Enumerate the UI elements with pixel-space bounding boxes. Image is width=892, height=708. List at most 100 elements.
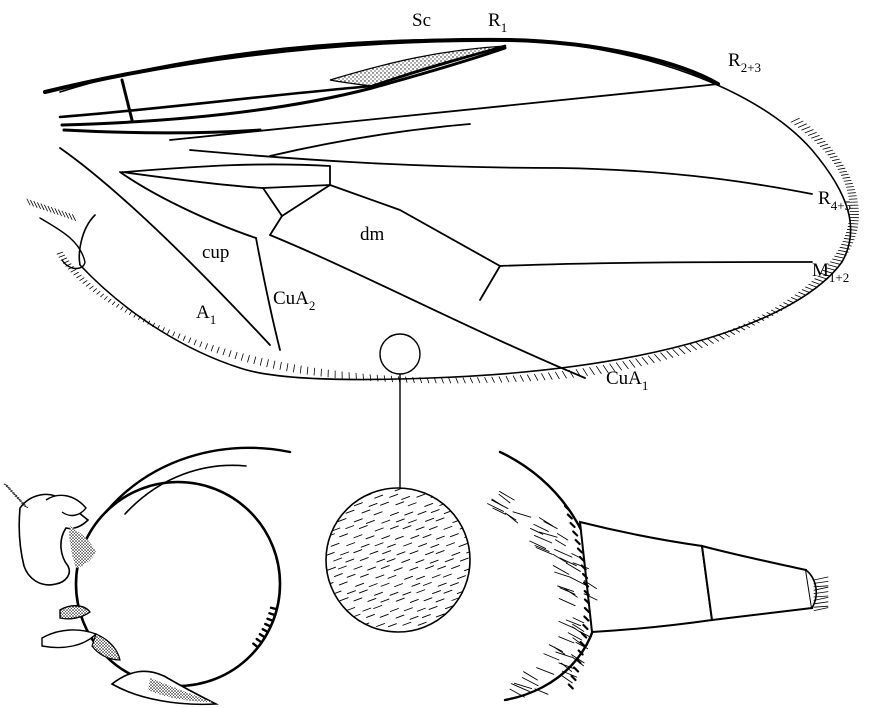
hair-stroke xyxy=(466,504,474,507)
hair-stroke xyxy=(467,520,475,523)
vein-m-lower xyxy=(122,172,263,188)
label-m1-2: M1+2 xyxy=(812,260,849,285)
hair-stroke xyxy=(112,302,114,305)
hair-stroke xyxy=(229,351,231,357)
hair-stroke xyxy=(463,378,465,383)
hair-stroke xyxy=(840,171,847,172)
hair-stroke xyxy=(254,357,256,364)
hair-stroke xyxy=(273,361,275,368)
hair-stroke xyxy=(452,487,460,490)
hair-stroke xyxy=(791,118,799,122)
hair-stroke xyxy=(828,265,837,267)
hair-stroke xyxy=(559,637,574,643)
humeral-crossvein xyxy=(122,80,132,120)
hair-stroke xyxy=(843,241,853,242)
hair-stroke xyxy=(795,295,802,298)
dm-upper-border xyxy=(263,185,330,188)
hair-stroke xyxy=(555,572,571,577)
hair-stroke xyxy=(499,377,502,382)
hair-stroke xyxy=(513,376,516,382)
hair-stroke xyxy=(557,534,567,540)
hair-stroke xyxy=(451,614,459,617)
hair-stroke xyxy=(345,495,353,498)
hair-stroke xyxy=(71,269,76,272)
hair-stroke xyxy=(424,486,432,489)
hair-stroke xyxy=(534,374,537,380)
wing-outline xyxy=(60,39,851,379)
hair-stroke xyxy=(11,491,15,493)
hair-stroke xyxy=(77,275,81,278)
hair-stroke xyxy=(507,514,518,523)
hair-stroke xyxy=(713,337,719,342)
hair-stroke xyxy=(830,156,837,158)
hair-stroke xyxy=(500,491,515,500)
hair-stroke xyxy=(134,314,136,317)
hair-stroke xyxy=(553,566,569,575)
hair-stroke xyxy=(331,606,339,609)
hair-stroke xyxy=(444,496,452,499)
hair-stroke xyxy=(696,342,702,347)
hair-stroke xyxy=(667,351,673,357)
hair-stroke xyxy=(583,368,588,375)
hair-stroke xyxy=(848,193,856,194)
hair-stroke xyxy=(555,540,565,546)
vein-m xyxy=(125,164,330,172)
hair-stroke xyxy=(449,378,451,383)
hair-stroke xyxy=(34,201,37,207)
hair-stroke xyxy=(472,608,480,611)
hair-stroke xyxy=(366,488,374,491)
hair-stroke xyxy=(173,332,175,336)
hair-stroke xyxy=(815,138,823,141)
hair-stroke xyxy=(702,341,708,346)
hair-stroke xyxy=(814,602,828,604)
hair-stroke xyxy=(300,366,301,373)
hair-stroke xyxy=(679,348,685,354)
wing xyxy=(27,39,859,383)
hair-stroke xyxy=(61,258,67,260)
hair-stroke xyxy=(117,304,119,307)
hair-stroke xyxy=(814,577,828,580)
hair-stroke xyxy=(48,206,51,212)
hair-stroke xyxy=(211,345,213,351)
hair-stroke xyxy=(571,523,575,527)
hair-stroke xyxy=(562,371,566,378)
hair-stroke xyxy=(66,212,69,218)
hair-stroke xyxy=(74,272,79,275)
wing-margin-fringe xyxy=(27,118,859,383)
sample-area-circle xyxy=(380,334,420,374)
hair-stroke xyxy=(477,378,479,383)
hair-stroke xyxy=(825,150,832,152)
hair-stroke xyxy=(596,366,601,373)
hair-stroke xyxy=(325,504,333,507)
hair-stroke xyxy=(590,367,595,374)
hair-stroke xyxy=(473,622,481,625)
hair-stroke xyxy=(456,378,458,383)
hair-stroke xyxy=(846,187,853,188)
hair-stroke xyxy=(335,496,343,499)
hair-stroke xyxy=(326,487,334,490)
hair-stroke xyxy=(241,354,243,361)
hair-stroke xyxy=(583,625,587,629)
hair-stroke xyxy=(466,598,474,601)
hair-stroke xyxy=(17,498,21,500)
hair-stroke xyxy=(539,518,552,526)
hair-stroke xyxy=(83,281,87,284)
hair-stroke xyxy=(636,359,642,366)
hair-stroke xyxy=(280,362,281,369)
hair-stroke xyxy=(163,328,165,332)
hair-stroke xyxy=(629,360,635,367)
alula-outline xyxy=(40,218,85,269)
hair-stroke xyxy=(467,584,475,587)
hair-stroke xyxy=(55,209,58,215)
hair-stroke xyxy=(101,294,104,297)
hair-stroke xyxy=(31,200,34,206)
hair-stroke xyxy=(544,522,557,529)
hair-stroke xyxy=(847,229,857,230)
hair-stroke xyxy=(464,614,472,617)
hair-stroke xyxy=(445,624,453,627)
hair-stroke xyxy=(205,344,207,349)
hair-stroke xyxy=(333,511,341,514)
hair-stroke xyxy=(820,144,827,146)
hair-stroke xyxy=(271,608,277,609)
